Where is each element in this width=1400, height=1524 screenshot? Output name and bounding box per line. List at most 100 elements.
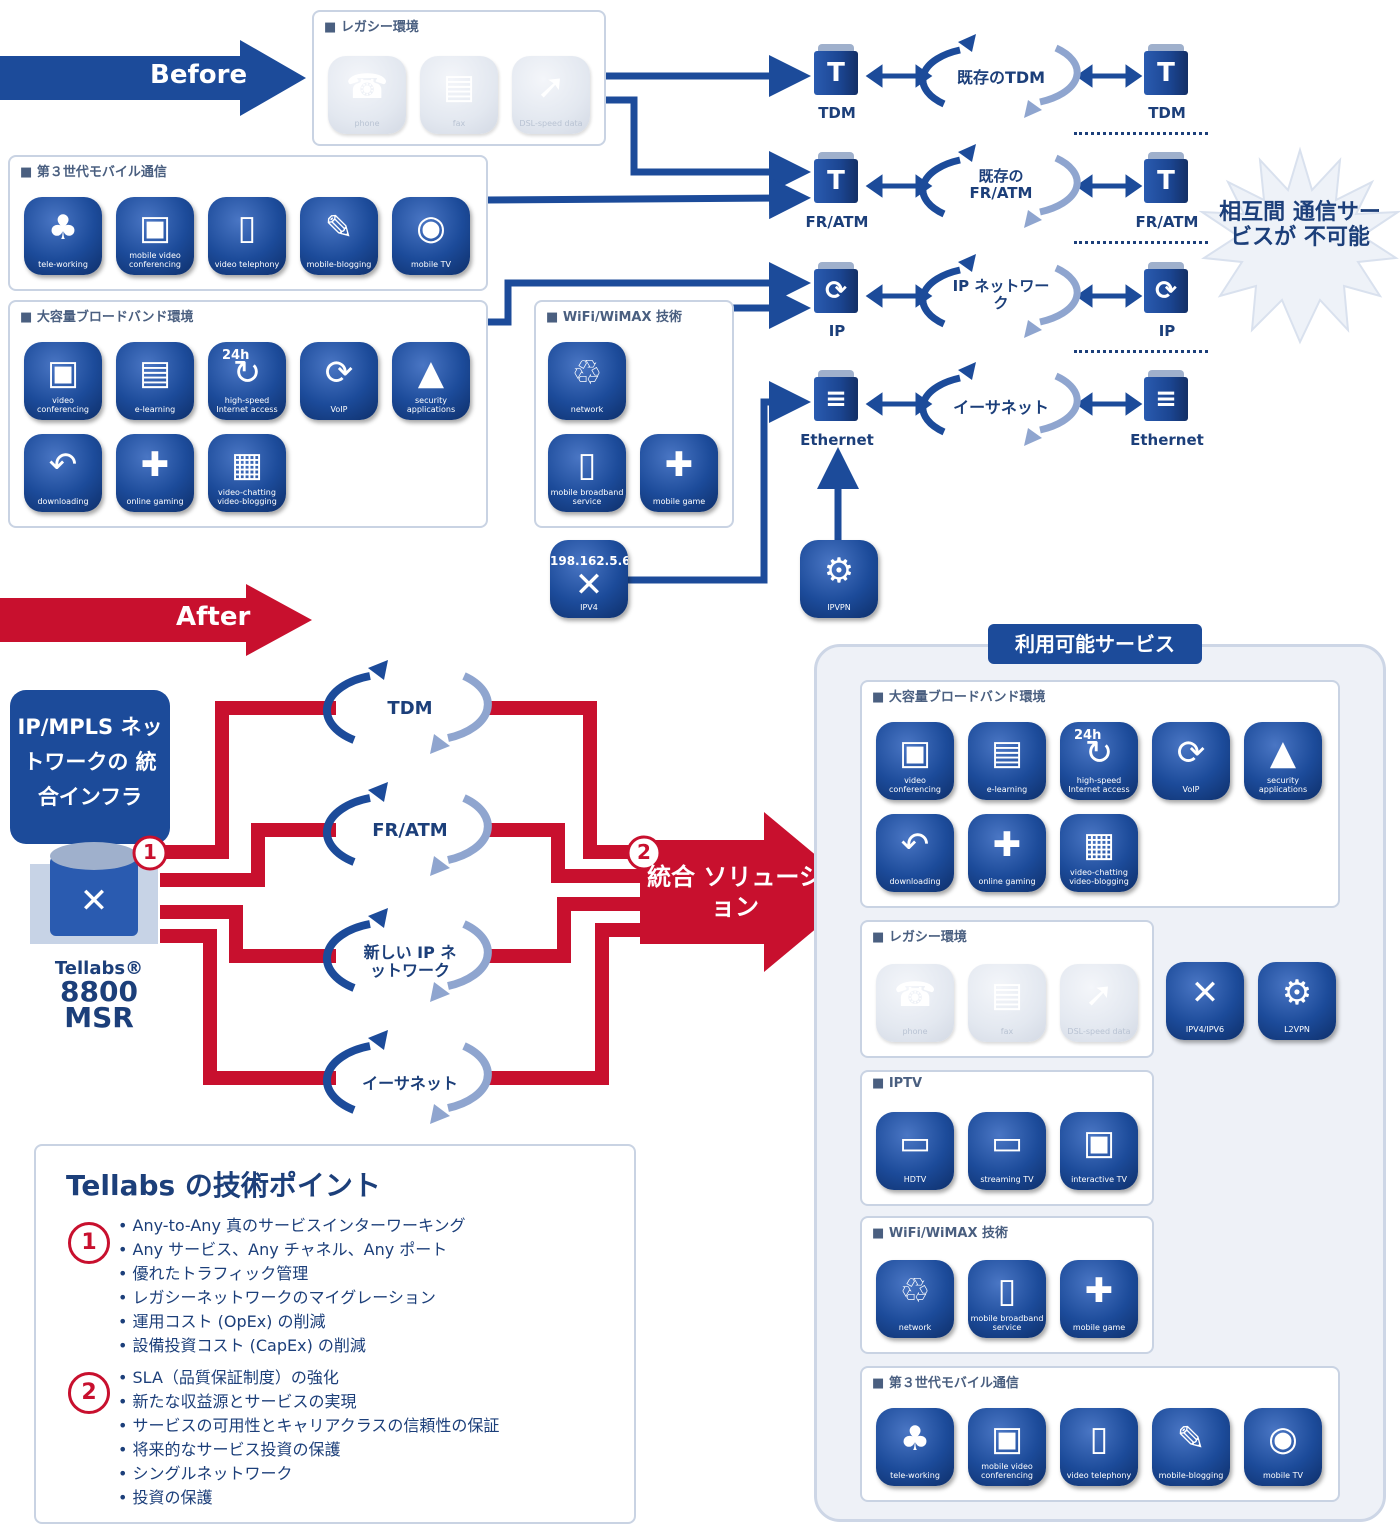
infra-text: IP/MPLS ネットワークの 統合インフラ	[17, 715, 163, 809]
video-phone-icon: ▯video telephony	[208, 197, 286, 275]
broadband-panel: 大容量ブロードバンド環境 ▣video conferencing ▤e-lear…	[8, 300, 488, 528]
before-label: Before	[150, 60, 248, 90]
point-list-2: • SLA（品質保証制度）の強化 • 新たな収益源とサービスの実現 • サービス…	[118, 1366, 499, 1510]
svc-broadband-panel: 大容量ブロードバンド環境 ▣video conferencing ▤e-lear…	[860, 680, 1340, 908]
svc-legacy-title: レガシー環境	[872, 926, 967, 945]
point-item: • サービスの可用性とキャリアクラスの信頼性の保証	[118, 1416, 500, 1435]
ip-label-right: IP	[1158, 322, 1176, 340]
wifi-panel: WiFi/WiMAX 技術 ♲network ▯mobile broadband…	[534, 300, 734, 528]
flow-fratm: FR/ATM	[372, 820, 448, 841]
ethernet-node-left: ≡	[814, 370, 858, 424]
svc-iptv-panel: IPTV ▭HDTV ▭streaming TV ▣interactive TV	[860, 1070, 1154, 1206]
download-icon: ↶downloading	[24, 434, 102, 512]
broadband-title: 大容量ブロードバンド環境	[20, 306, 194, 325]
wifi-title: WiFi/WiMAX 技術	[546, 306, 682, 325]
point-item: • 運用コスト (OpEx) の削減	[118, 1312, 326, 1331]
video-chat-icon: ▦video-chatting video-blogging	[1060, 814, 1138, 892]
svc-legacy-panel: レガシー環境 ☎phone ▤fax ➚DSL-speed data	[860, 920, 1154, 1058]
data-icon: ➚DSL-speed data	[512, 56, 590, 134]
point-item: • レガシーネットワークのマイグレーション	[118, 1288, 436, 1307]
video-conf-icon: ▣mobile video conferencing	[116, 197, 194, 275]
data-icon: ➚DSL-speed data	[1060, 964, 1138, 1042]
device-suffix: MSR	[64, 1001, 134, 1034]
e-learning-icon: ▤e-learning	[968, 722, 1046, 800]
gamepad-icon: ✚online gaming	[968, 814, 1046, 892]
e-learning-icon: ▤e-learning	[116, 342, 194, 420]
solution-text: 統合 ソリューション	[647, 863, 823, 921]
network-icon: ♲network	[548, 342, 626, 420]
voip-icon: ⟳VoIP	[1152, 722, 1230, 800]
tele-working-icon: ♣tele-working	[24, 197, 102, 275]
svc-broadband-title: 大容量ブロードバンド環境	[872, 686, 1046, 705]
after-label: After	[176, 602, 251, 632]
badge-2: 2	[637, 840, 651, 864]
fratm-label-right: FR/ATM	[1135, 213, 1199, 231]
fratm-node-right: T	[1144, 152, 1188, 206]
burst-text: 相互間 通信サービスが 不可能	[1219, 200, 1381, 250]
router-icon: ✕	[30, 842, 158, 944]
tdm-node-left: T	[814, 44, 858, 98]
voip-icon: ⟳VoIP	[300, 342, 378, 420]
video-conf-icon: ▣mobile video conferencing	[968, 1408, 1046, 1486]
svc-mobile3g-panel: 第３世代モバイル通信 ♣tele-working ▣mobile video c…	[860, 1366, 1340, 1502]
point-badge-1: 1	[68, 1222, 110, 1264]
ip-label-left: IP	[828, 322, 846, 340]
hdtv-icon: ▭HDTV	[876, 1112, 954, 1190]
ipv4-ipv6-icon: ✕IPV4/IPV6	[1166, 962, 1244, 1040]
points-panel	[34, 1144, 636, 1524]
cycle-ethernet: イーサネット	[953, 398, 1049, 417]
download-icon: ↶downloading	[876, 814, 954, 892]
interactive-tv-icon: ▣interactive TV	[1060, 1112, 1138, 1190]
video-conf-icon: ▣video conferencing	[876, 722, 954, 800]
point-list-1: • Any-to-Any 真のサービスインターワーキング • Any サービス、…	[118, 1214, 466, 1358]
ipv4-icon: 198.162.5.6 ✕ IPV4	[550, 540, 628, 618]
ethernet-node-right: ≡	[1144, 370, 1188, 424]
svc-wifi-panel: WiFi/WiMAX 技術 ♲network ▯mobile broadband…	[860, 1216, 1154, 1354]
mobile-tv-icon: ◉mobile TV	[392, 197, 470, 275]
after-arrow	[0, 584, 312, 656]
separator-2	[1074, 241, 1208, 244]
video-phone-icon: ▯video telephony	[1060, 1408, 1138, 1486]
flow-new-ip: 新しい IP ネットワーク	[363, 943, 457, 980]
lock-icon: ▲security applications	[1244, 722, 1322, 800]
mobile3g-panel: 第３世代モバイル通信 ♣tele-working ▣mobile video c…	[8, 155, 488, 291]
video-conf-icon: ▣video conferencing	[24, 342, 102, 420]
ip-node-left: ⟳	[814, 262, 858, 316]
point-item: • 投資の保護	[118, 1488, 213, 1507]
device-brand: Tellabs®	[54, 958, 144, 979]
point-badge-2: 2	[68, 1372, 110, 1414]
tdm-label-left: TDM	[818, 104, 856, 122]
video-chat-icon: ▦video-chatting video-blogging	[208, 434, 286, 512]
cycle-fratm: 既存の FR/ATM	[969, 167, 1033, 202]
internet-icon: 24h↻high-speed Internet access	[1060, 722, 1138, 800]
point-item: • 将来的なサービス投資の保護	[118, 1440, 341, 1459]
point-item: • Any-to-Any 真のサービスインターワーキング	[118, 1216, 466, 1235]
streaming-tv-icon: ▭streaming TV	[968, 1112, 1046, 1190]
ethernet-label-right: Ethernet	[1130, 431, 1204, 449]
l2vpn-icon: ⚙L2VPN	[1258, 962, 1336, 1040]
fax-icon: ▤fax	[420, 56, 498, 134]
ethernet-label-left: Ethernet	[800, 431, 874, 449]
network-icon: ♲network	[876, 1260, 954, 1338]
cycle-ip: IP ネットワーク	[952, 277, 1050, 312]
before-arrow	[0, 40, 306, 116]
separator-3	[1074, 350, 1208, 353]
fratm-label-left: FR/ATM	[805, 213, 869, 231]
services-title: 利用可能サービス	[988, 624, 1202, 664]
svc-wifi-title: WiFi/WiMAX 技術	[872, 1222, 1008, 1241]
legacy-title: レガシー環境	[324, 16, 419, 35]
phone-icon: ☎phone	[876, 964, 954, 1042]
svc-mobile3g-title: 第３世代モバイル通信	[872, 1372, 1019, 1391]
svg-text:✕: ✕	[80, 881, 109, 921]
ipvpn-icon: ⚙IPVPN	[800, 540, 878, 618]
phone-icon: ☎phone	[328, 56, 406, 134]
point-item: • SLA（品質保証制度）の強化	[118, 1368, 339, 1387]
mobile-game-icon: ✚mobile game	[1060, 1260, 1138, 1338]
internet-icon: 24h↻high-speed Internet access	[208, 342, 286, 420]
flow-tdm: TDM	[387, 698, 433, 719]
mobile-game-icon: ✚mobile game	[640, 434, 718, 512]
badge-1: 1	[143, 840, 157, 864]
mobile3g-title: 第３世代モバイル通信	[20, 161, 167, 180]
